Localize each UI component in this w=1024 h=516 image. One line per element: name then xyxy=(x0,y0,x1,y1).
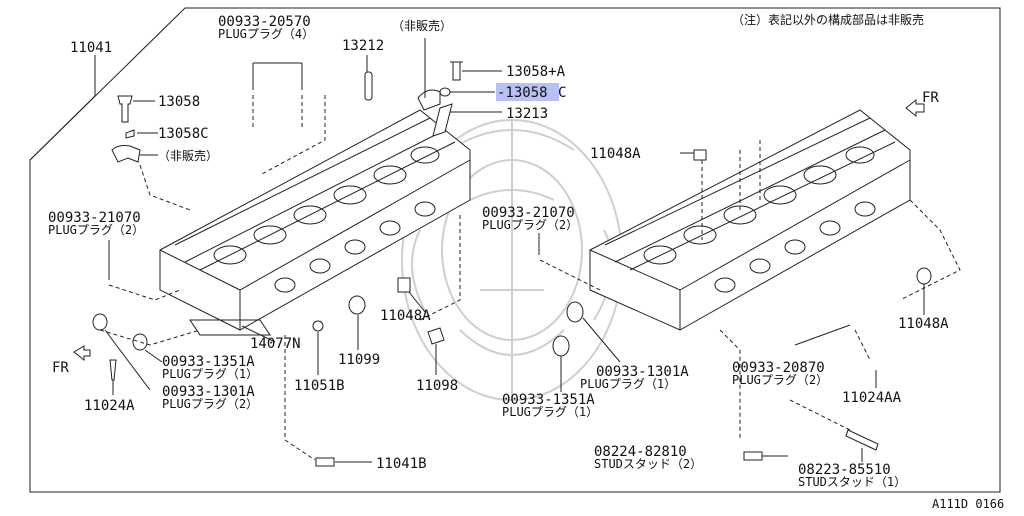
clip-13058c xyxy=(125,129,135,139)
label-08224-82810-sub: STUDスタッド（2） xyxy=(594,457,702,471)
label-00933-21070-left[interactable]: 00933-21070 xyxy=(48,210,141,226)
plug-11051b xyxy=(312,320,324,332)
label-08224-82810[interactable]: 08224-82810 xyxy=(594,444,687,460)
label-fr-left: FR xyxy=(52,360,69,376)
label-13212[interactable]: 13212 xyxy=(342,38,384,54)
label-08223-85510-sub: STUDスタッド（1） xyxy=(798,475,906,489)
label-00933-1301a-right[interactable]: 00933-1301A xyxy=(596,364,689,380)
cap-11048a-top xyxy=(693,149,707,161)
label-00933-20570-sub: PLUGプラグ（4） xyxy=(218,27,314,41)
label-00933-1351a-right[interactable]: 00933-1351A xyxy=(502,392,595,408)
label-00933-20570[interactable]: 00933-20570 xyxy=(218,14,311,30)
stud-11041b xyxy=(315,457,335,467)
watermark-emblem xyxy=(401,119,623,401)
label-13058-selected-suffix: C xyxy=(558,85,566,101)
label-not-for-sale-top: （非販売） xyxy=(392,18,452,33)
label-11098[interactable]: 11098 xyxy=(416,378,458,394)
label-11048a-right[interactable]: 11048A xyxy=(898,316,949,332)
label-11051b[interactable]: 11051B xyxy=(294,378,345,394)
label-13058c[interactable]: 13058C xyxy=(158,126,209,142)
bolt-13058 xyxy=(117,95,133,123)
bracket-not-for-sale xyxy=(111,145,141,163)
label-00933-20870-sub: PLUGプラグ（2） xyxy=(732,373,828,387)
label-11041[interactable]: 11041 xyxy=(70,40,112,56)
label-13058[interactable]: 13058 xyxy=(158,94,200,110)
washer-13058c xyxy=(439,87,451,97)
label-fr-right: FR xyxy=(922,90,939,106)
plug-1351a-right xyxy=(552,335,570,357)
label-00933-21070-left-sub: PLUGプラグ（2） xyxy=(48,223,144,237)
bracket-right-not-for-sale xyxy=(417,89,441,111)
tube-13213 xyxy=(432,103,453,137)
plug-1301a-right xyxy=(566,301,584,323)
tube-13212 xyxy=(364,71,373,101)
dashed-guides xyxy=(99,95,961,461)
small-parts xyxy=(92,61,932,467)
selected-part-highlight xyxy=(496,83,559,101)
label-13058-selected[interactable]: -13058 xyxy=(497,85,548,101)
label-00933-1301a-left-sub: PLUGプラグ（2） xyxy=(162,397,258,411)
stud-08223 xyxy=(845,429,879,451)
label-00933-1301a-right-sub: PLUGプラグ（1） xyxy=(580,377,676,391)
gasket-14077n xyxy=(189,319,271,336)
label-13213[interactable]: 13213 xyxy=(506,106,548,122)
right-cylinder-head xyxy=(589,109,911,331)
fr-arrow-right-icon xyxy=(905,98,925,118)
label-11048a-mid[interactable]: 11048A xyxy=(380,308,431,324)
seal-11099 xyxy=(348,295,366,315)
corner-code: A111D 0166 xyxy=(932,497,1004,511)
label-08223-85510[interactable]: 08223-85510 xyxy=(798,462,891,478)
label-11024a[interactable]: 11024A xyxy=(84,398,135,414)
label-00933-20870[interactable]: 00933-20870 xyxy=(732,360,825,376)
plug-13058a xyxy=(450,61,463,81)
label-14077n[interactable]: 14077N xyxy=(250,336,301,352)
left-cylinder-head xyxy=(159,109,471,336)
label-13058a[interactable]: 13058+A xyxy=(506,64,566,80)
label-00933-21070-right[interactable]: 00933-21070 xyxy=(482,205,575,221)
plug-1301a-left xyxy=(92,313,108,331)
label-11041b[interactable]: 11041B xyxy=(376,456,427,472)
label-11048a-top[interactable]: 11048A xyxy=(590,146,641,162)
grommet-11098 xyxy=(427,327,445,345)
cap-11048a-mid xyxy=(397,277,411,293)
label-11024aa[interactable]: 11024AA xyxy=(842,390,902,406)
label-00933-1301a-left[interactable]: 00933-1301A xyxy=(162,384,255,400)
leader-lines xyxy=(29,38,925,463)
label-11099[interactable]: 11099 xyxy=(338,352,380,368)
label-00933-1351a-right-sub: PLUGプラグ（1） xyxy=(502,405,598,419)
cap-11048a-right xyxy=(916,267,932,285)
note-text: （注）表記以外の構成部品は非販売 xyxy=(732,12,924,27)
label-00933-21070-right-sub: PLUGプラグ（2） xyxy=(482,218,578,232)
label-00933-1351a-left[interactable]: 00933-1351A xyxy=(162,354,255,370)
stud-08224 xyxy=(743,451,763,461)
stud-11024a xyxy=(109,359,117,381)
fr-arrow-left-icon xyxy=(73,345,91,362)
plug-1351a-left xyxy=(132,333,148,351)
label-not-for-sale-left: （非販売） xyxy=(158,148,218,163)
label-00933-1351a-left-sub: PLUGプラグ（1） xyxy=(162,367,258,381)
